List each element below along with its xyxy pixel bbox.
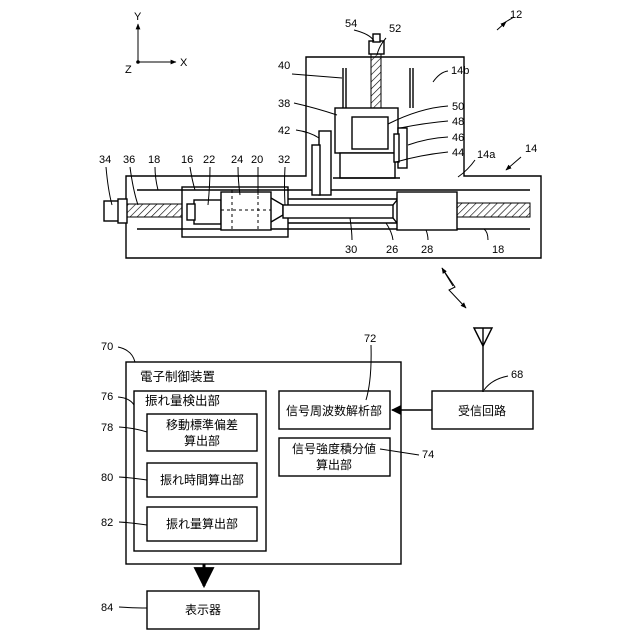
ref-76: 76 (101, 391, 113, 403)
motor-24 (221, 192, 271, 230)
ref-14b: 14b (451, 65, 469, 77)
ref-78: 78 (101, 422, 113, 434)
screw-left (126, 204, 182, 217)
coupling-32 (271, 198, 283, 222)
ref-16: 16 (181, 154, 193, 166)
block-ecu-label: 電子制御装置 (140, 369, 215, 384)
axis-indicator: Y X Z (125, 11, 188, 76)
ref-24: 24 (231, 154, 243, 166)
ref-70: 70 (101, 341, 113, 353)
ref-68: 68 (511, 369, 523, 381)
screw-right (457, 203, 530, 217)
axis-x-label: X (180, 57, 188, 69)
ref-52: 52 (389, 23, 401, 35)
ref-46: 46 (452, 132, 464, 144)
screw-54 (371, 54, 381, 108)
ref-48: 48 (452, 116, 464, 128)
ref-18-top: 18 (148, 154, 160, 166)
block-intensity-line1: 信号強度積分値 (292, 441, 376, 456)
ref-42: 42 (278, 125, 290, 137)
block-shake-amount-label: 振れ量算出部 (166, 516, 238, 531)
ref-40: 40 (278, 60, 290, 72)
ref-36: 36 (123, 154, 135, 166)
sensor-50 (352, 117, 388, 149)
shaft-30 (283, 205, 393, 218)
ref-34: 34 (99, 154, 111, 166)
ref-54: 54 (345, 18, 357, 30)
ref-50: 50 (452, 101, 464, 113)
ref-84: 84 (101, 602, 113, 614)
antenna-icon (474, 328, 492, 392)
block-freq-analysis-label: 信号周波数解析部 (286, 403, 382, 418)
ref-44: 44 (452, 147, 464, 159)
ref-30: 30 (345, 244, 357, 256)
ref-28: 28 (421, 244, 433, 256)
apparatus-drawing (104, 34, 541, 258)
ref-14a: 14a (477, 149, 496, 161)
ref-20: 20 (251, 154, 263, 166)
ref-80: 80 (101, 472, 113, 484)
ref-74: 74 (422, 449, 434, 461)
ref-82: 82 (101, 517, 113, 529)
ref-18-bottom: 18 (492, 244, 504, 256)
block-shake-detector-label: 振れ量検出部 (145, 393, 220, 408)
block-moving-sd-line2: 算出部 (184, 433, 220, 448)
axis-z-label: Z (125, 64, 132, 76)
block-display-label: 表示器 (185, 603, 221, 617)
block-intensity-line2: 算出部 (316, 457, 352, 472)
ref-32: 32 (278, 154, 290, 166)
axis-y-label: Y (134, 11, 142, 23)
base-44 (340, 153, 395, 178)
ref-14: 14 (525, 143, 537, 155)
ref-22: 22 (203, 154, 215, 166)
motor-22 (194, 200, 221, 224)
block-28 (397, 192, 457, 230)
ref-12: 12 (510, 9, 522, 21)
wireless-link (442, 268, 466, 308)
block-receiver-label: 受信回路 (458, 403, 506, 418)
block-shake-time-label: 振れ時間算出部 (160, 472, 244, 487)
reference-numerals: 12 14 14a 14b 16 18 18 20 22 24 26 28 30… (99, 9, 537, 614)
ref-72: 72 (364, 333, 376, 345)
block-moving-sd-line1: 移動標準偏差 (166, 417, 238, 432)
ref-38: 38 (278, 98, 290, 110)
ref-26: 26 (386, 244, 398, 256)
post-42 (319, 131, 331, 195)
